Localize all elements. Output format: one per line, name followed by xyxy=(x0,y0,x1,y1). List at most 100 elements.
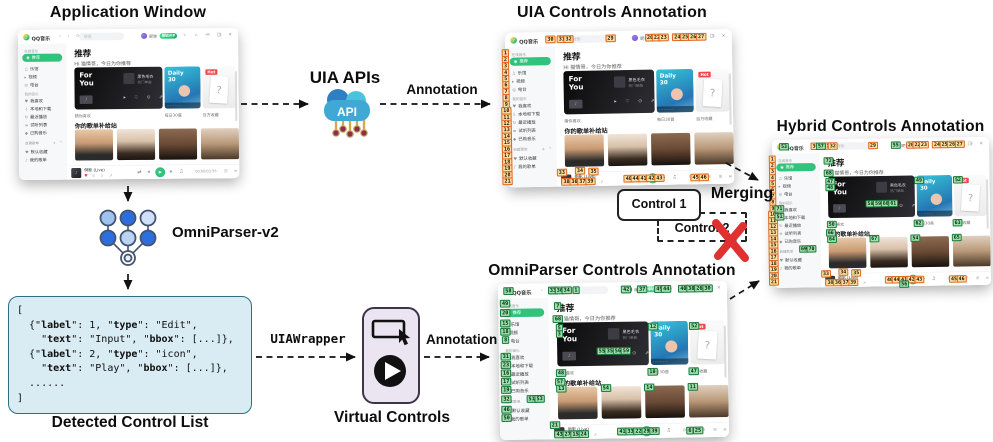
annotation-badge: 51 xyxy=(774,213,785,221)
uia-apis-label: UIA APIs xyxy=(309,68,381,87)
annotation-label-bottom: Annotation xyxy=(426,332,498,347)
annotation-badge: 49 xyxy=(914,176,924,184)
annotation-badge: 30 xyxy=(545,35,556,44)
annotation-badge: 68 xyxy=(823,169,834,177)
annotation-badge: 7 xyxy=(554,302,562,311)
annotation-badge: 10 xyxy=(647,367,658,376)
annotation-badge: 33 xyxy=(820,270,831,278)
annotation-badge: 32 xyxy=(563,34,574,43)
mini-app: ♪ QQ音乐 ‹ › ⟳ 搜索 昵称 绿钻VIP ∨ ⌂ ✉ ≡ — □ × 在… xyxy=(768,136,991,288)
annotation-badge: 25 xyxy=(692,426,704,435)
annotation-badge: 35 xyxy=(851,268,862,277)
annotation-badge: 32 xyxy=(501,395,512,404)
virtual-controls-caption: Virtual Controls xyxy=(334,409,450,426)
annotation-badges-layer xyxy=(18,28,239,180)
annotation-badges-layer: 1234567891011121314151617181920213031322… xyxy=(768,137,991,288)
annotation-badge: 16 xyxy=(500,369,512,378)
annotation-badge: 21 xyxy=(768,278,779,286)
annotation-badge: 21 xyxy=(502,177,513,186)
annotation-badge: 11 xyxy=(687,382,699,391)
annotation-badge: 54 xyxy=(600,383,612,392)
code-line: {"label": 2, "type": "icon", xyxy=(17,348,198,360)
annotation-badge: 15 xyxy=(500,319,511,328)
annotation-badge: 50 xyxy=(501,414,512,423)
annotation-badge: 42 xyxy=(620,285,632,294)
annotation-badge: 29 xyxy=(867,141,878,150)
api-cloud-icon: API xyxy=(324,89,370,138)
hybrid-annotation-title: Hybrid Controls Annotation xyxy=(776,118,985,135)
annotation-badge: 14 xyxy=(644,383,655,392)
annotation-badge: 33 xyxy=(556,168,568,177)
annotation-badge: 57 xyxy=(815,142,826,150)
annotation-badge: 39 xyxy=(585,177,596,186)
omniparser-label: OmniParser-v2 xyxy=(172,224,279,241)
annotation-badge: 62 xyxy=(913,219,924,228)
annotation-badge: 52 xyxy=(688,321,700,330)
application-window-screenshot: ♪ QQ音乐 ‹ › ⟳ 搜索 昵称 绿钻VIP ∨ ⌂ ✉ ≡ — □ × 在… xyxy=(18,28,240,180)
annotation-badge: 29 xyxy=(605,34,616,43)
annotation-badge: 58 xyxy=(503,286,514,295)
annotation-badge: 48 xyxy=(555,369,567,378)
code-line: [ xyxy=(17,305,24,316)
annotation-badge: 46 xyxy=(698,173,709,182)
annotation-badge: 1 xyxy=(572,285,580,294)
mini-app: ♪ QQ音乐 ‹ › ⟳ 搜索 昵称 绿钻VIP ∨ ⌂ ✉ ≡ — □ × 在… xyxy=(501,29,735,188)
annotation-badge: 50 xyxy=(826,220,837,229)
red-x-icon xyxy=(712,219,749,262)
annotation-badge: 68 xyxy=(552,315,564,324)
annotation-badge: 70 xyxy=(806,245,817,253)
code-line: "text": "Play", "bbox": [...]}, xyxy=(17,363,228,375)
annotation-badge: 46 xyxy=(501,405,512,414)
annotation-badge: 20 xyxy=(499,309,511,318)
annotation-badge: 52 xyxy=(953,175,964,184)
annotation-badge: 55 xyxy=(890,141,901,149)
annotation-badge: 23 xyxy=(918,140,929,149)
play-icon xyxy=(385,362,401,380)
annotation-badge: 43 xyxy=(654,173,665,182)
annotation-badge: 17 xyxy=(500,377,512,386)
omniparser-network-icon xyxy=(99,209,157,266)
annotation-badge: 49 xyxy=(499,299,511,308)
annotation-badge: 61 xyxy=(888,199,899,208)
annotation-badge: 18 xyxy=(500,327,511,336)
annotation-badge: 21 xyxy=(549,421,561,430)
virtual-controls-box xyxy=(362,307,420,404)
arrow-omni-to-hybrid xyxy=(729,280,760,300)
annotation-badge: 44 xyxy=(660,284,672,293)
virtual-controls-icon xyxy=(371,319,411,387)
annotation-badge: 63 xyxy=(952,218,963,227)
annotation-badge: 48 xyxy=(825,183,836,192)
hybrid-annotated-screenshot: ♪ QQ音乐 ‹ › ⟳ 搜索 昵称 绿钻VIP ∨ ⌂ ✉ ≡ — □ × 在… xyxy=(768,136,991,288)
annotation-badge: 53 xyxy=(534,394,545,403)
annotation-badge: 39 xyxy=(848,278,859,287)
omniparser-annotation-title: OmniParser Controls Annotation xyxy=(488,262,736,279)
annotation-badge: 37 xyxy=(636,285,648,293)
cursor-icon xyxy=(399,329,411,346)
annotation-badge: 35 xyxy=(588,167,599,176)
annotation-badge: 65 xyxy=(951,233,962,242)
svg-text:API: API xyxy=(337,105,357,119)
code-line: {"label": 1, "type": "Edit", xyxy=(17,319,198,331)
merging-label: Merging xyxy=(710,185,774,202)
annotation-badge: 71 xyxy=(774,205,785,213)
annotation-badge: 24 xyxy=(578,430,589,439)
uiawrapper-label: UIAWrapper xyxy=(270,331,346,346)
annotation-badge: 23 xyxy=(658,33,669,42)
annotation-badge: 13 xyxy=(555,384,567,393)
detected-control-list-caption: Detected Control List xyxy=(51,414,209,431)
annotation-badge: 72 xyxy=(823,157,834,165)
code-line: ...... xyxy=(17,377,66,389)
omniparser-annotated-screenshot: ♪ QQ音乐 ‹ › ⟳ 搜索 昵称 绿钻VIP ∨ ⌂ ✉ ≡ — □ × 在… xyxy=(498,280,729,440)
application-window-title: Application Window xyxy=(49,4,207,21)
annotation-badge: 30 xyxy=(702,284,713,293)
annotation-badge: 27 xyxy=(695,32,707,41)
annotation-label-top: Annotation xyxy=(406,82,478,97)
annotation-badge: 39 xyxy=(649,426,660,435)
mini-app: ♪ QQ音乐 ‹ › ⟳ 搜索 昵称 绿钻VIP ∨ ⌂ ✉ ≡ — □ × 在… xyxy=(18,28,240,180)
annotation-badge: 64 xyxy=(826,235,837,243)
annotation-badge: 3 xyxy=(555,329,564,338)
annotation-badge: 59 xyxy=(620,346,632,355)
